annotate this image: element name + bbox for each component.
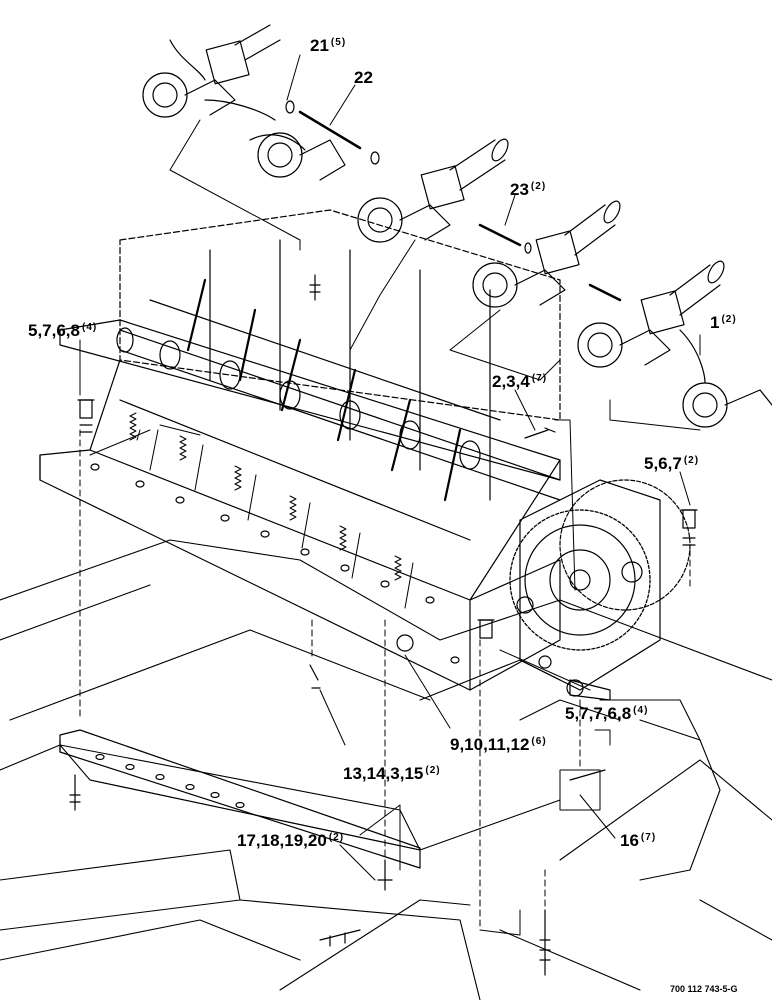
- springs: [89, 412, 414, 609]
- callout-5-6-7: 5,6,7(2): [644, 454, 700, 473]
- callout-leaders: [79, 54, 701, 936]
- spring-22: [298, 110, 362, 150]
- section-lines: [169, 119, 701, 431]
- callout-17-18-19-20: 17,18,19,20(2): [237, 831, 345, 850]
- tine-bars: [186, 278, 462, 502]
- spring-23: [478, 223, 622, 302]
- callout-22: 22: [354, 68, 373, 87]
- tine-assembly-4: [472, 200, 621, 308]
- rail-holes: [95, 753, 245, 809]
- frame-rail: [59, 729, 421, 869]
- figure-number: 700 112 743-5-G: [670, 984, 738, 994]
- callout-5-7-7-6-8: 5,7,7,6,8(4): [565, 704, 649, 723]
- tine-assembly-5: [577, 260, 725, 368]
- tine-assembly-2: [249, 132, 346, 181]
- hardware-bolts: [69, 274, 698, 976]
- tine-assembly-3: [357, 138, 509, 243]
- tine-assembly-6: [679, 329, 772, 428]
- callout-5-7-6-8-left: 5,7,6,8(4): [28, 321, 98, 340]
- dashed-drop-lines: [79, 429, 691, 931]
- crank-shaft: [116, 327, 561, 501]
- drive-sprocket-assembly: [509, 479, 691, 701]
- callout-2-3-4: 2,3,4(7): [492, 372, 548, 391]
- callout-9-10-11-12: 9,10,11,12(6): [450, 735, 547, 754]
- callout-16: 16(7): [620, 831, 657, 850]
- callout-1: 1(2): [710, 313, 737, 332]
- callout-23: 23(2): [510, 180, 547, 199]
- frame-holes: [90, 463, 460, 664]
- tine-assembly-1: [142, 24, 281, 121]
- callout-21: 21(5): [310, 36, 347, 55]
- spring-washers: [285, 100, 532, 254]
- main-frame: [39, 209, 561, 691]
- callout-13-14-3-15: 13,14,3,15(2): [343, 764, 441, 783]
